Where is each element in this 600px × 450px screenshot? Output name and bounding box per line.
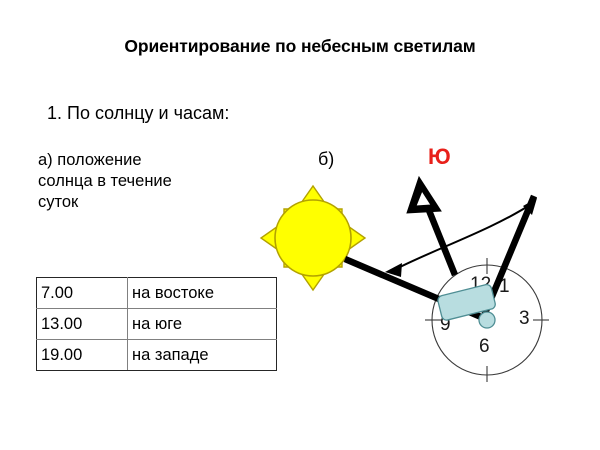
south-direction-label: Ю <box>428 144 451 169</box>
sun-ray-w <box>259 222 282 254</box>
bisector-arrow-outer <box>406 175 442 214</box>
sun-ray-e <box>344 222 367 254</box>
direction-rays <box>343 194 537 320</box>
clock-numeral-1: 1 <box>499 276 510 297</box>
sun-rays <box>259 184 367 292</box>
sun-ray-ne <box>320 208 343 231</box>
caption-item-b: б) <box>318 149 335 169</box>
table-cell-time: 19.00 <box>36 339 128 371</box>
sun-ray-se <box>320 245 343 268</box>
table-body: 7.00 на востоке 13.00 на юге 19.00 на за… <box>36 277 277 371</box>
angle-arc-path <box>391 202 534 272</box>
angle-arc-arrowhead-left <box>385 263 402 277</box>
clock-hand-group <box>437 283 496 329</box>
sun-to-clock-ray <box>343 256 483 320</box>
bisector-shaft <box>420 196 459 277</box>
clock-center-hub <box>478 311 496 329</box>
table-cell-direction: на юге <box>127 308 277 340</box>
sun-ray-n <box>297 184 329 207</box>
page-title: Ориентирование по небесным светилам <box>124 36 476 56</box>
caption-item-a: а) положение солнца в течение суток <box>38 151 172 212</box>
sun-ray-nw <box>283 208 306 231</box>
clock-face: 12 1 3 6 9 <box>425 258 549 382</box>
clock-hour-hand <box>437 283 496 321</box>
sun-ray-sw <box>283 245 306 268</box>
bisector-arrow-inner <box>415 189 432 207</box>
clock-numeral-6: 6 <box>479 336 490 357</box>
sun-position-table: 7.00 на востоке 13.00 на юге 19.00 на за… <box>36 277 277 371</box>
clock-rim <box>431 264 543 376</box>
table-row: 13.00 на юге <box>36 308 277 340</box>
table-row: 19.00 на западе <box>36 339 277 371</box>
clock-numeral-9: 9 <box>440 314 451 335</box>
table-row: 7.00 на востоке <box>36 277 277 309</box>
clock-numeral-3: 3 <box>519 308 530 329</box>
section-heading: 1. По солнцу и часам: <box>47 103 230 123</box>
angle-arc <box>391 202 534 272</box>
table-cell-time: 13.00 <box>36 308 128 340</box>
sun-ray-s <box>297 269 329 292</box>
bisector-arrowhead <box>406 175 442 214</box>
sun-graphic <box>259 184 367 292</box>
clock-numeral-12: 12 <box>470 274 491 295</box>
table-cell-direction: на востоке <box>127 277 277 309</box>
table-cell-time: 7.00 <box>36 277 128 309</box>
clock-twelve-ray <box>480 194 537 320</box>
table-cell-direction: на западе <box>127 339 277 371</box>
sun-disc <box>274 199 352 277</box>
angle-arc-arrowhead-right <box>523 198 537 215</box>
